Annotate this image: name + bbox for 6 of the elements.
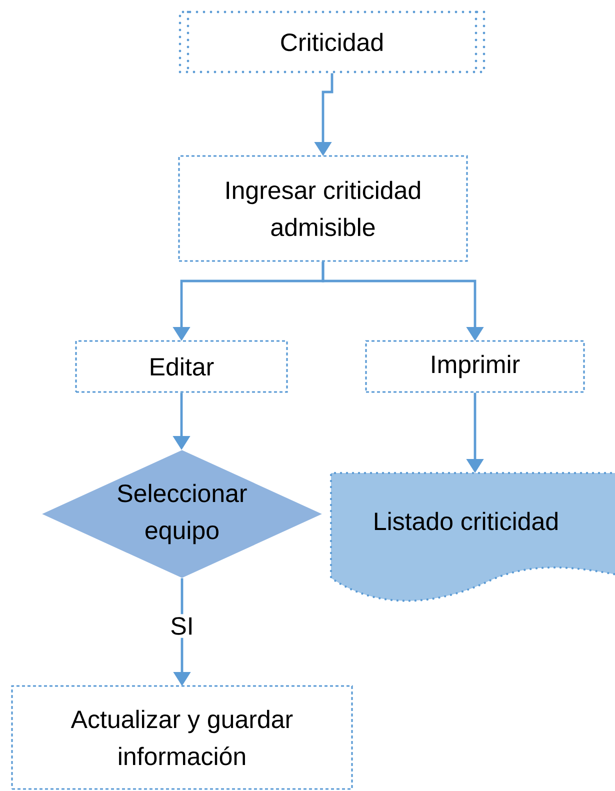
process-box: Actualizar y guardar información xyxy=(11,685,353,790)
process-box: Imprimir xyxy=(365,340,585,393)
process-box: Criticidad xyxy=(178,10,486,74)
edge-label: SI xyxy=(167,614,197,638)
process-box: Editar xyxy=(75,340,288,393)
process-box: Ingresar criticidad admisible xyxy=(178,155,468,262)
